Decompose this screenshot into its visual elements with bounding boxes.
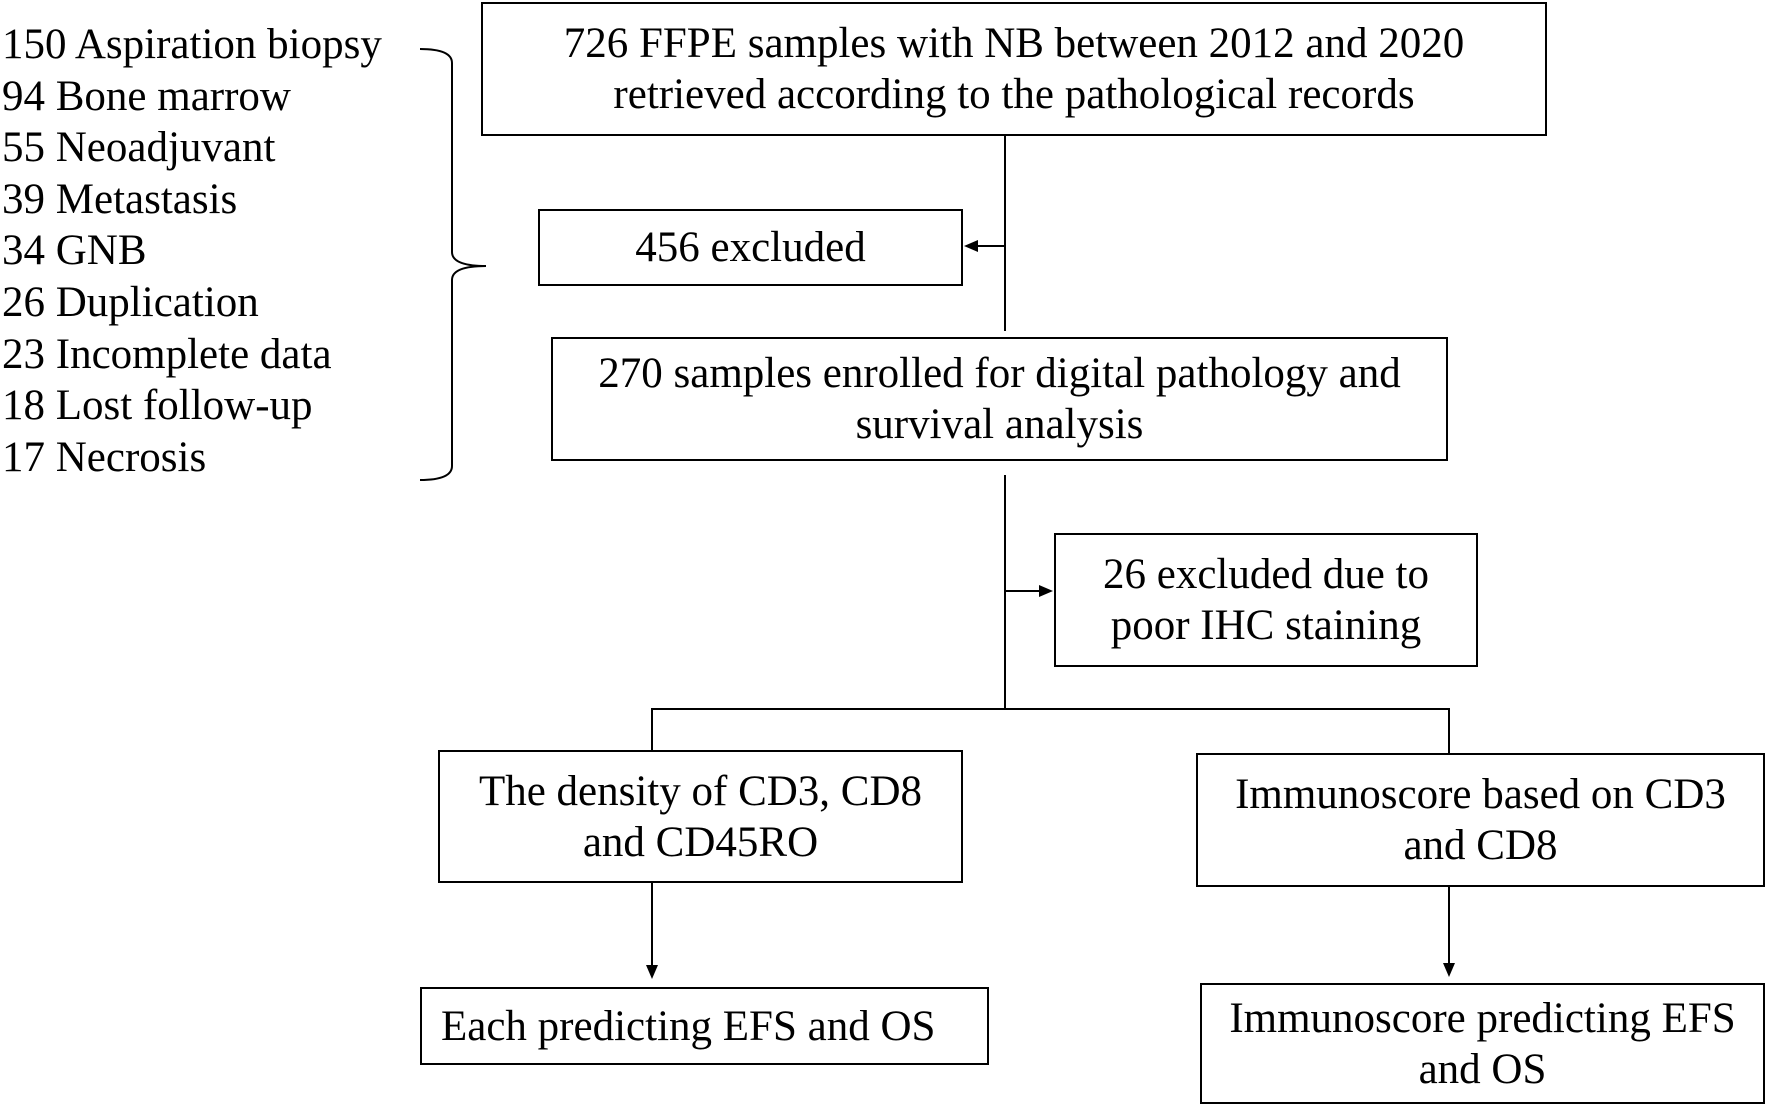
arrowhead-left [964, 240, 978, 252]
box-text-line: and OS [1418, 1045, 1547, 1093]
box-text-line: Immunoscore predicting EFS [1229, 994, 1736, 1042]
arrowhead-right [1039, 585, 1053, 597]
exclusion-reason-item: 94 Bone marrow [2, 72, 291, 120]
box-text-line: and CD8 [1403, 822, 1558, 869]
arrowhead-down [646, 965, 658, 979]
box-text-line: survival analysis [855, 401, 1144, 448]
exclusion-reasons-list: 150 Aspiration biopsy 94 Bone marrow 55 … [2, 19, 382, 483]
exclusion-reason-item: 55 Neoadjuvant [2, 124, 276, 172]
box-text-line: Immunoscore based on CD3 [1235, 771, 1726, 818]
exclusion-brace [419, 48, 487, 481]
exclusion-reason-item: 18 Lost follow-up [2, 382, 313, 430]
exclusion-reason-item: 17 Necrosis [2, 433, 207, 481]
box-text-line: Each predicting EFS and OS [441, 1002, 936, 1050]
density-box: The density of CD3, CD8 and CD45RO [438, 750, 963, 883]
box-text-line: 456 excluded [635, 224, 866, 271]
exclusion-reason-item: 150 Aspiration biopsy [2, 21, 382, 68]
immunoscore-outcome-box: Immunoscore predicting EFS and OS [1200, 983, 1765, 1104]
box-text-line: poor IHC staining [1110, 602, 1422, 649]
enrolled-samples-box: 270 samples enrolled for digital patholo… [551, 337, 1448, 461]
box-text-line: and CD45RO [582, 818, 819, 866]
box-text-line: 726 FFPE samples with NB between 2012 an… [563, 20, 1465, 67]
box-text-line: 26 excluded due to [1103, 551, 1429, 598]
arrowhead-down [1443, 963, 1455, 977]
excluded-456-box: 456 excluded [538, 209, 963, 286]
excluded-ihc-box: 26 excluded due to poor IHC staining [1054, 533, 1478, 667]
retrieved-samples-box: 726 FFPE samples with NB between 2012 an… [481, 2, 1547, 136]
box-text-line: The density of CD3, CD8 [478, 767, 923, 815]
exclusion-reason-item: 26 Duplication [2, 278, 259, 326]
box-text-line: retrieved according to the pathological … [613, 71, 1415, 118]
box-text-line: 270 samples enrolled for digital patholo… [598, 350, 1401, 397]
density-outcome-box: Each predicting EFS and OS [420, 987, 989, 1065]
exclusion-reason-item: 23 Incomplete data [2, 330, 332, 378]
immunoscore-box: Immunoscore based on CD3 and CD8 [1196, 753, 1765, 887]
exclusion-reason-item: 39 Metastasis [2, 175, 238, 223]
exclusion-reason-item: 34 GNB [2, 227, 147, 275]
